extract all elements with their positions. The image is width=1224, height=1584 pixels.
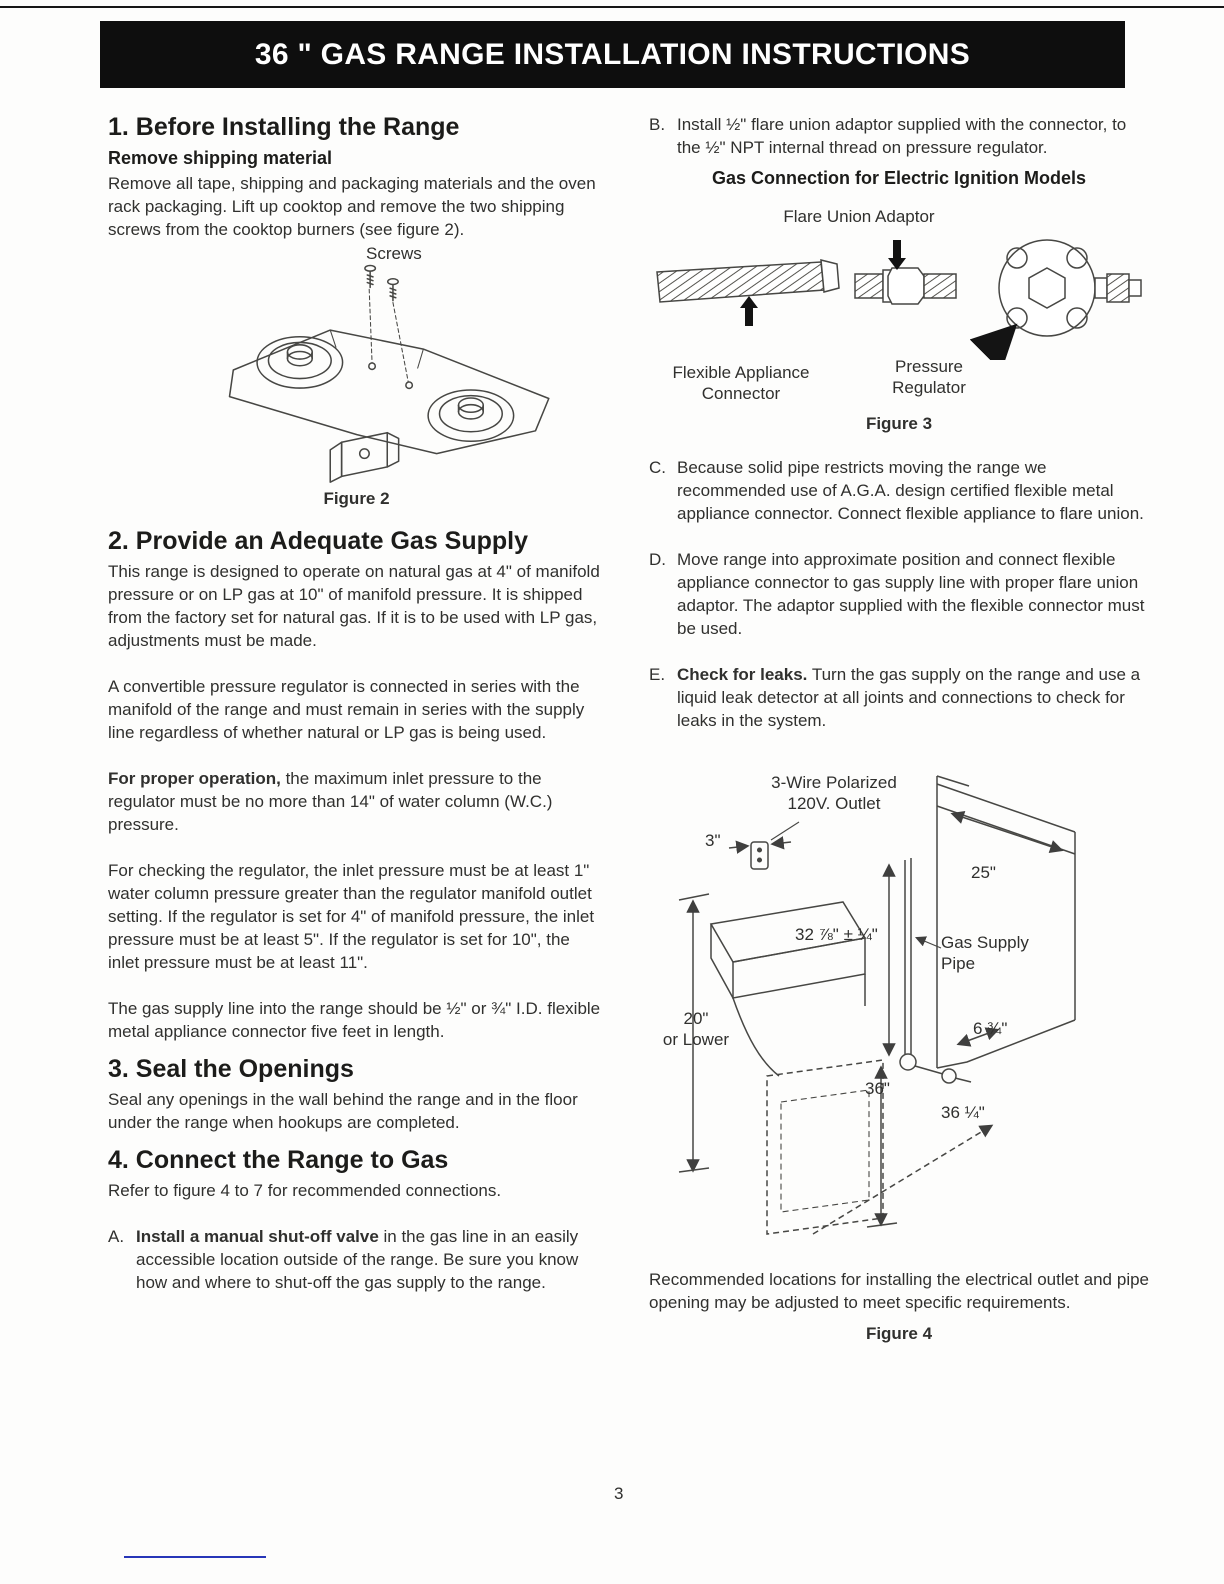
footer-link-underline[interactable] [124, 1556, 266, 1558]
figure-4-25in-label: 25" [971, 863, 996, 882]
bold-lead-text: Install a manual shut-off valve [136, 1227, 379, 1246]
gas-connection-illustration [656, 239, 1142, 360]
section-2-paragraph-2: A convertible pressure regulator is conn… [108, 677, 585, 742]
figure-4-note: Recommended locations for installing the… [649, 1270, 1149, 1312]
section-1-paragraph: Remove all tape, shipping and packaging … [108, 174, 596, 239]
figure-4-6in-label: 6 ¾" [973, 1019, 1008, 1038]
figure-2-screws-label: Screws [366, 244, 422, 263]
figure-3-caption: Figure 3 [865, 414, 933, 433]
figure-2: Screws [108, 244, 605, 515]
list-item-c-text: Because solid pipe restricts moving the … [677, 458, 1144, 523]
list-item-d-text: Move range into approximate position and… [677, 550, 1145, 638]
right-column: B. Install ½" flare union adaptor suppli… [649, 113, 1149, 1345]
page-title: 36 " GAS RANGE INSTALLATION INSTRUCTIONS [254, 37, 971, 71]
range-installation-diagram [678, 775, 1076, 1235]
list-item-d-label: D. [649, 550, 666, 569]
figure-3: Flare Union Adaptor [649, 206, 1149, 438]
section-1-subheading: Remove shipping material [108, 148, 333, 168]
top-rule [0, 6, 1224, 8]
section-2-paragraph-3: For proper operation, the maximum inlet … [108, 767, 605, 836]
paragraph-text: in the gas line in an easily accessible … [136, 1227, 579, 1292]
figure-4-32in-label: 32 ⅞" ± ¼" [795, 925, 878, 944]
title-banner: 36 " GAS RANGE INSTALLATION INSTRUCTIONS [100, 21, 1125, 88]
figure-3-flexible-connector-label: Flexible Appliance Connector [672, 363, 810, 403]
list-item-b: B. Install ½" flare union adaptor suppli… [649, 113, 1149, 159]
section-3-paragraph: Seal any openings in the wall behind the… [108, 1090, 578, 1132]
list-item-a-text: Install a manual shut-off valve in the g… [136, 1225, 605, 1294]
figure-4-gas-supply-pipe-label: Gas Supply Pipe [941, 933, 1029, 973]
figure-4: 3-Wire Polarized 120V. Outlet 3" 25" 32 … [649, 772, 1149, 1258]
section-1-heading: 1. Before Installing the Range [108, 113, 460, 141]
list-item-e-label: E. [649, 665, 666, 684]
figure-3-title: Gas Connection for Electric Ignition Mod… [711, 168, 1087, 188]
list-item-e-text: Check for leaks. Turn the gas supply on … [677, 663, 1149, 732]
section-2-paragraph-5: The gas supply line into the range shoul… [108, 999, 601, 1041]
list-item-c: C. Because solid pipe restricts moving t… [649, 456, 1149, 525]
bold-lead-text: For proper operation, [108, 769, 281, 788]
left-column: 1. Before Installing the Range Remove sh… [108, 113, 605, 1294]
list-item-b-text: Install ½" flare union adaptor supplied … [677, 115, 1127, 157]
figure-4-caption: Figure 4 [865, 1324, 933, 1343]
bold-lead-text: Check for leaks. [677, 665, 808, 684]
paragraph-text: Turn the gas supply on the range and use… [677, 665, 1141, 730]
figure-4-20in-label: 20" or Lower [662, 1009, 730, 1049]
section-4-paragraph: Refer to figure 4 to 7 for recommended c… [108, 1181, 502, 1200]
list-item-b-label: B. [649, 115, 666, 134]
figure-2-caption: Figure 2 [323, 489, 390, 508]
figure-4-outlet-label: 3-Wire Polarized 120V. Outlet [771, 773, 897, 813]
list-item-a: A. Install a manual shut-off valve in th… [108, 1225, 605, 1294]
section-3-heading: 3. Seal the Openings [108, 1055, 354, 1083]
section-2-heading: 2. Provide an Adequate Gas Supply [108, 527, 529, 555]
page-number: 3 [614, 1484, 624, 1503]
list-item-c-label: C. [649, 458, 666, 477]
figure-4-36in-label: 36" [865, 1079, 890, 1098]
list-item-d: D. Move range into approximate position … [649, 548, 1149, 640]
figure-4-3in-label: 3" [705, 831, 721, 850]
section-2-paragraph-4: For checking the regulator, the inlet pr… [108, 861, 595, 972]
list-item-a-label: A. [108, 1227, 125, 1246]
section-2-paragraph-1: This range is designed to operate on nat… [108, 562, 600, 650]
figure-4-36quarter-label: 36 ¼" [941, 1103, 985, 1122]
cooktop-burner-illustration [228, 264, 550, 483]
figure-3-flare-union-label: Flare Union Adaptor [783, 207, 935, 226]
paragraph-text: the maximum inlet pressure to the regula… [108, 769, 553, 834]
figure-3-pressure-regulator-label: Pressure Regulator [892, 357, 966, 397]
section-4-heading: 4. Connect the Range to Gas [108, 1146, 449, 1174]
list-item-e: E. Check for leaks. Turn the gas supply … [649, 663, 1149, 732]
